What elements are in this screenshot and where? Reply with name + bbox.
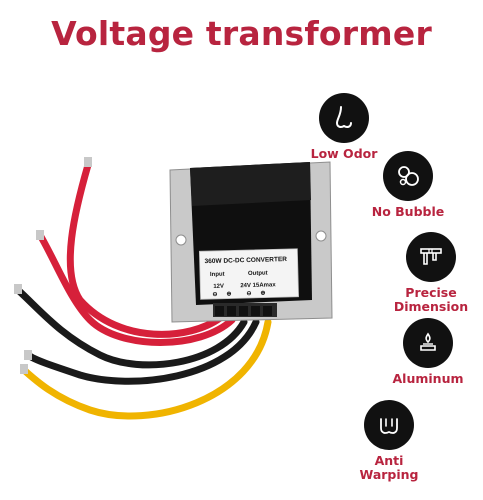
device-label: 360W DC-DC CONVERTER Input Output 12V 24… xyxy=(198,248,299,300)
feature-label: Aluminum xyxy=(392,371,464,386)
device-label-title: 360W DC-DC CONVERTER xyxy=(205,256,288,265)
black-wire-2 xyxy=(24,318,260,385)
caliper-icon xyxy=(406,232,456,282)
device-input-value: 12V xyxy=(213,284,224,290)
warping-icon xyxy=(364,400,414,450)
device-input-label: Input xyxy=(210,272,225,278)
feature-label: No Bubble xyxy=(371,204,445,219)
black-wire-1 xyxy=(14,286,248,369)
feature-no-bubble: No Bubble xyxy=(353,151,463,219)
red-wire-2 xyxy=(36,231,236,346)
feature-low-odor: Low Odor xyxy=(289,93,399,161)
feature-precise-dimension: Precise Dimension xyxy=(376,232,483,314)
feature-anti-warping: Anti Warping xyxy=(334,400,444,482)
nose-icon xyxy=(319,93,369,143)
feature-aluminum: Aluminum xyxy=(373,318,483,386)
device-minus-symbol: ⊖ xyxy=(212,292,217,298)
device-output-label: Output xyxy=(248,271,268,278)
device-output-value: 24V 15Amax xyxy=(240,282,276,289)
yellow-wire xyxy=(20,318,272,420)
bubble-icon xyxy=(383,151,433,201)
device-plus-symbol: ⊕ xyxy=(226,291,231,297)
feature-label: Precise Dimension xyxy=(393,285,469,314)
feature-label: Anti Warping xyxy=(359,453,419,482)
red-wire xyxy=(66,161,224,338)
aluminum-icon xyxy=(403,318,453,368)
page-title: Voltage transformer xyxy=(51,14,432,53)
device-minus-symbol-2: ⊖ xyxy=(246,291,251,297)
feature-label: Low Odor xyxy=(310,146,378,161)
device-plus-symbol-2: ⊕ xyxy=(260,291,265,297)
